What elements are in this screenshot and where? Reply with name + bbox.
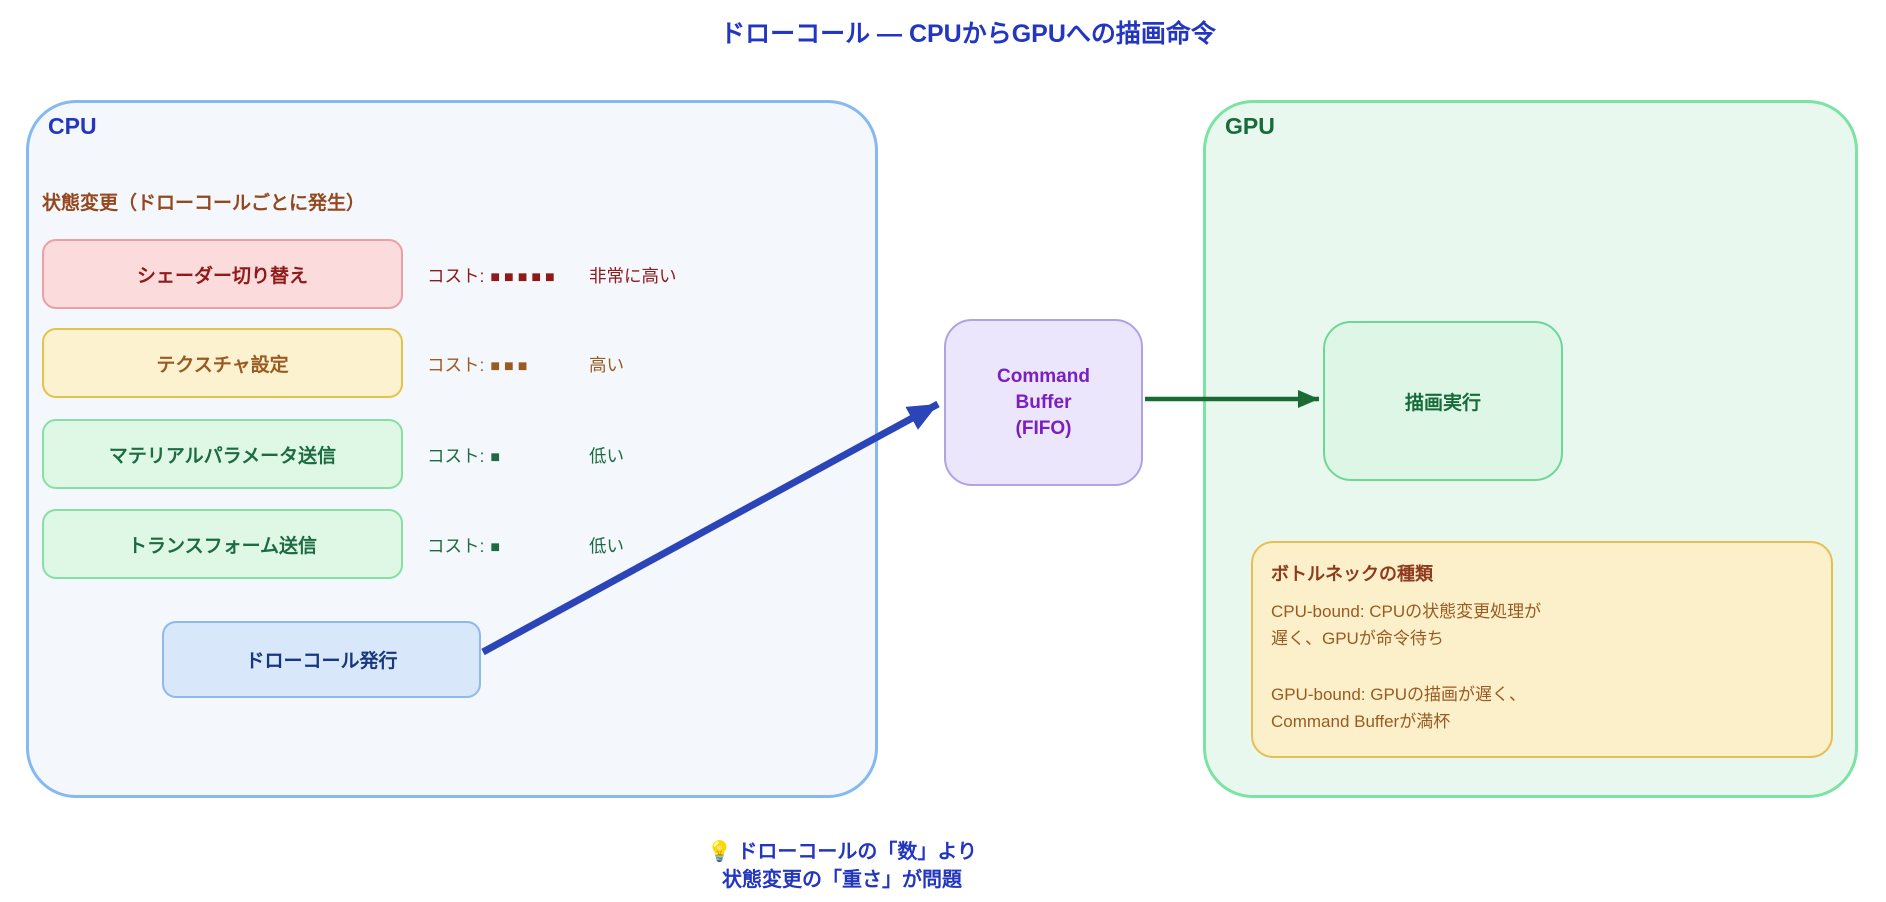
gpu-label: GPU — [1225, 113, 1275, 139]
bottleneck-title: ボトルネックの種類 — [1271, 564, 1433, 584]
cost-row-shader: コスト: ■■■■■ 非常に高い — [427, 263, 847, 286]
cost-prefix: コスト: — [427, 446, 485, 466]
note-line1: ドローコールの「数」より — [737, 841, 978, 863]
state-box-label: シェーダー切り替え — [136, 265, 308, 287]
cost-desc: 低い — [589, 446, 624, 466]
state-box-shader-switch: シェーダー切り替え — [42, 239, 403, 309]
bottleneck-gpu-bound-text: GPU-bound: GPUの描画が遅く、 Command Bufferが満杯 — [1271, 681, 1526, 735]
state-box-label: トランスフォーム送信 — [127, 535, 318, 557]
cpu-label: CPU — [48, 113, 97, 139]
cost-squares-icon: ■■■ — [490, 358, 532, 375]
state-box-label: テクスチャ設定 — [156, 354, 289, 376]
draw-execute-box: 描画実行 — [1323, 321, 1563, 481]
state-box-texture-set: テクスチャ設定 — [42, 328, 403, 398]
bottleneck-cpu-bound-text: CPU-bound: CPUの状態変更処理が 遅く、GPUが命令待ち — [1271, 598, 1541, 652]
cost-prefix: コスト: — [427, 266, 485, 286]
cost-row-texture: コスト: ■■■ 高い — [427, 352, 847, 375]
bottleneck-line: CPU-bound: CPUの状態変更処理が — [1271, 602, 1542, 621]
command-buffer-box: Command Buffer (FIFO) — [944, 319, 1143, 486]
draw-call-issue-label: ドローコール発行 — [245, 651, 398, 672]
cost-prefix: コスト: — [427, 355, 485, 375]
cost-row-material: コスト: ■ 低い — [427, 443, 847, 466]
cost-desc: 高い — [589, 355, 624, 375]
command-buffer-line: (FIFO) — [1015, 417, 1072, 439]
bottleneck-line: GPU-bound: GPUの描画が遅く、 — [1271, 685, 1527, 704]
cost-squares-icon: ■ — [490, 449, 505, 466]
cost-desc: 非常に高い — [589, 266, 677, 286]
state-box-material-params: マテリアルパラメータ送信 — [42, 419, 403, 489]
bottleneck-box: ボトルネックの種類 CPU-bound: CPUの状態変更処理が 遅く、GPUが… — [1251, 541, 1833, 758]
cost-desc: 低い — [589, 536, 624, 556]
cost-squares-icon: ■■■■■ — [490, 269, 559, 286]
command-buffer-line: Command — [997, 365, 1090, 387]
note-line2: 状態変更の「重さ」が問題 — [722, 869, 962, 891]
cost-prefix: コスト: — [427, 536, 485, 556]
draw-execute-label: 描画実行 — [1404, 392, 1481, 414]
cost-row-transform: コスト: ■ 低い — [427, 533, 847, 556]
state-box-transform-send: トランスフォーム送信 — [42, 509, 403, 579]
state-box-label: マテリアルパラメータ送信 — [108, 445, 337, 467]
cost-squares-icon: ■ — [490, 539, 505, 556]
draw-call-issue-box: ドローコール発行 — [162, 621, 481, 698]
command-buffer-line: Buffer — [1015, 391, 1072, 413]
bottleneck-line: Command Bufferが満杯 — [1271, 712, 1451, 731]
bottleneck-line: 遅く、GPUが命令待ち — [1271, 629, 1444, 648]
lightbulb-icon: 💡 — [706, 841, 732, 863]
state-change-section-header: 状態変更（ドローコールごとに発生） — [42, 193, 366, 214]
page-title: ドローコール — CPUからGPUへの描画命令 — [720, 20, 1216, 48]
key-insight-note: 💡 ドローコールの「数」より 状態変更の「重さ」が問題 — [542, 838, 1142, 894]
